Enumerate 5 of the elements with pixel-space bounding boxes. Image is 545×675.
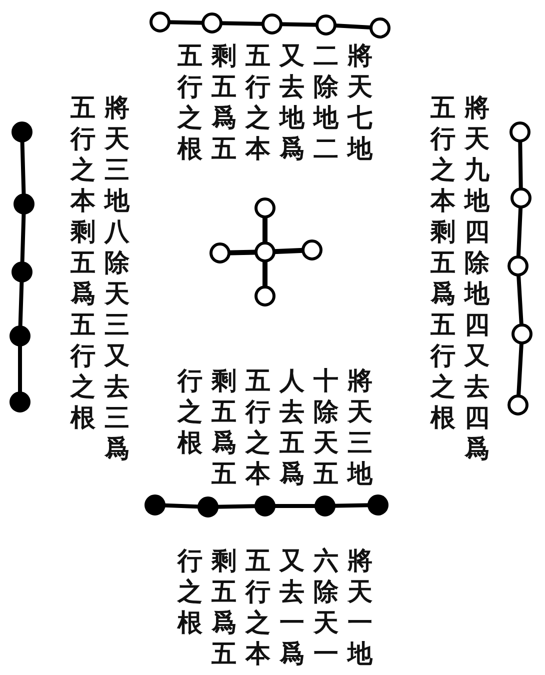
vertical-text: 將天三地十除天五人去五爲五行之本剩五爲五行之根 xyxy=(177,365,373,489)
vertical-text: 將天三地八除天三又去三爲五行之本剩五爲五行之根 xyxy=(70,92,130,464)
vertical-text: 將天一地六除天一又去一爲五行之本剩五爲五行之根 xyxy=(177,545,373,669)
vertical-text: 將天七地二除地二又去地爲五行之本剩五爲五五行之根 xyxy=(177,40,373,164)
vertical-text: 將天九地四除地四又去四爲五行之本剩五爲五行之根 xyxy=(430,92,490,464)
